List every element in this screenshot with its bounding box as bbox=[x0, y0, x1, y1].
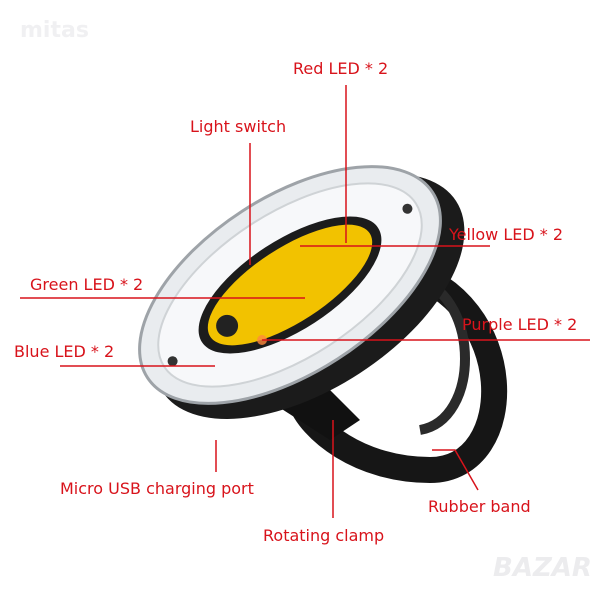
label-blue-led: Blue LED * 2 bbox=[14, 342, 115, 361]
yellow-cob-led bbox=[207, 224, 373, 346]
leader-lines bbox=[20, 85, 590, 518]
label-red-led: Red LED * 2 bbox=[293, 59, 389, 78]
label-rotating-clamp: Rotating clamp bbox=[263, 526, 385, 545]
light-body bbox=[138, 165, 465, 419]
label-purple-led: Purple LED * 2 bbox=[462, 315, 578, 334]
switch-button bbox=[216, 314, 239, 337]
label-green-led: Green LED * 2 bbox=[30, 275, 144, 294]
label-yellow-led: Yellow LED * 2 bbox=[449, 225, 564, 244]
watermark: mitas bbox=[20, 18, 89, 43]
label-light-switch: Light switch bbox=[190, 117, 287, 136]
label-usb-port: Micro USB charging port bbox=[60, 479, 254, 498]
label-rubber-band: Rubber band bbox=[428, 497, 531, 516]
bazar-logo: BAZAR bbox=[493, 553, 592, 583]
